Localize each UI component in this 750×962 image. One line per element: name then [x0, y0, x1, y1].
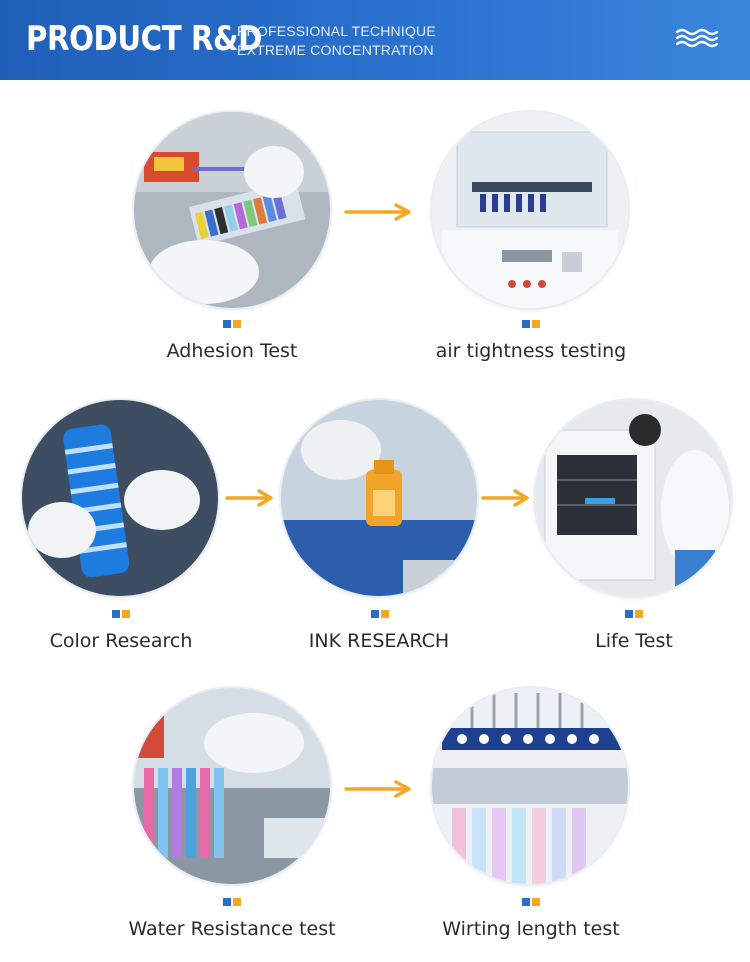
label-color-research: Color Research	[49, 630, 193, 652]
arrow-right-icon	[225, 489, 273, 507]
label-ink-research: INK RESEARCH	[308, 630, 450, 652]
writing-length-test-photo	[432, 688, 628, 884]
ink-research-photo	[281, 400, 477, 596]
tagline-line-2: EXTREME CONCENTRATION	[237, 42, 434, 58]
color-research-photo	[22, 400, 218, 596]
arrow-right-icon	[344, 780, 411, 798]
label-marker	[522, 898, 540, 906]
arrow-right-icon	[344, 203, 411, 221]
adhesion-test-photo	[134, 112, 330, 308]
label-air-tightness-testing: air tightness testing	[435, 340, 627, 362]
label-marker	[223, 320, 241, 328]
wave-icon	[676, 28, 718, 48]
air-tightness-testing-photo	[432, 112, 628, 308]
label-life-test: Life Test	[595, 630, 673, 652]
label-marker	[112, 610, 130, 618]
tagline: PROFESSIONAL TECHNIQUE EXTREME CONCENTRA…	[237, 22, 436, 60]
water-resistance-test-photo	[134, 688, 330, 884]
arrow-right-icon	[481, 489, 529, 507]
label-marker	[522, 320, 540, 328]
life-test-photo	[535, 400, 731, 596]
label-adhesion-test: Adhesion Test	[166, 340, 298, 362]
page-title: PRODUCT R&D	[26, 19, 262, 59]
header-banner: PRODUCT R&D PROFESSIONAL TECHNIQUE EXTRE…	[0, 0, 750, 80]
label-marker	[223, 898, 241, 906]
label-water-resistance-test: Water Resistance test	[128, 918, 336, 940]
label-marker	[371, 610, 389, 618]
tagline-line-1: PROFESSIONAL TECHNIQUE	[237, 23, 436, 39]
label-writing-length-test: Wirting length test	[442, 918, 620, 940]
label-marker	[625, 610, 643, 618]
